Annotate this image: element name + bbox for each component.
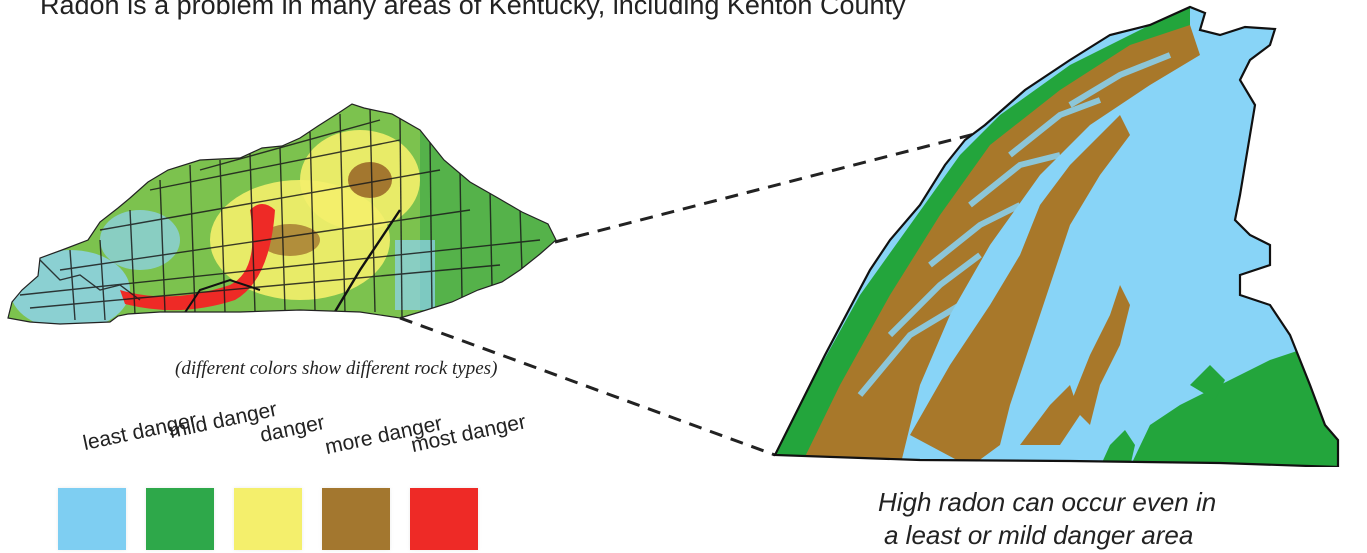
radon-note: High radon can occur even in a least or … [878, 486, 1298, 552]
legend-swatch-least [58, 488, 126, 550]
radon-note-line-1: High radon can occur even in [878, 487, 1217, 517]
rock-type-caption: (different colors show different rock ty… [175, 358, 498, 379]
radon-note-line-2: a least or mild danger area [884, 520, 1194, 550]
legend-swatch-mild [146, 488, 214, 550]
kentucky-state-map [7, 103, 557, 325]
legend-swatch-more [322, 488, 390, 550]
legend-swatch-danger [234, 488, 302, 550]
legend-swatch-most [410, 488, 478, 550]
page-header: Radon is a problem in many areas of Kent… [40, 0, 906, 20]
kenton-county-map [773, 5, 1340, 467]
